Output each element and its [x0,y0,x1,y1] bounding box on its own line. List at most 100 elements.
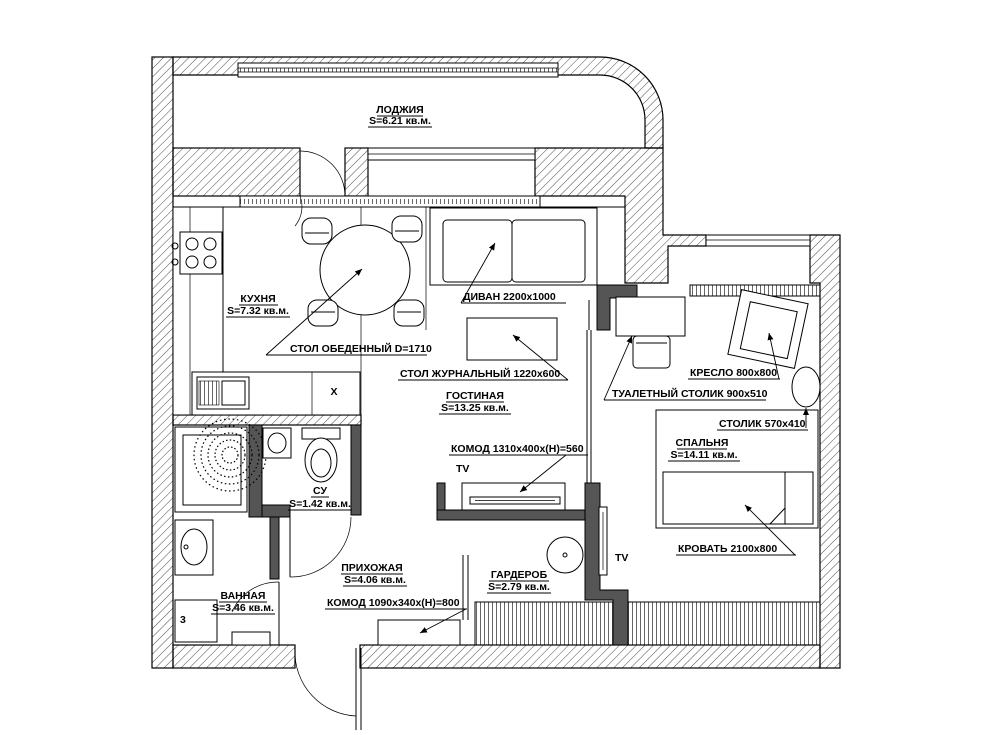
label-tv-living: TV [456,463,469,475]
bath-sink-bowl [180,528,208,566]
sofa-cushion [511,219,586,283]
label-sofa: ДИВАН 2200x1000 [463,291,556,303]
wall-loggia-inner-left [172,147,301,197]
bedroom-furniture [598,289,821,576]
label-hall-commode: КОМОД 1090x340x(Н)=800 [327,597,460,609]
room-living-name: ГОСТИНАЯ [446,390,504,402]
shower-tray [174,426,248,513]
room-wardrobe-name: ГАРДЕРОБ [491,569,548,581]
dining-chair [393,299,425,327]
kitchen-sink-bowl [221,380,246,406]
room-toilet-area: S=1.42 кв.м. [289,498,351,510]
burner-icon [203,255,217,269]
room-labels: ЛОДЖИЯ S=6.21 кв.м. КУХНЯ S=7.32 кв.м. Г… [212,104,738,614]
label-dressing-table: ТУАЛЕТНЫЙ СТОЛИК 900x510 [612,387,768,400]
armchair-seat [739,301,798,360]
room-bathroom-area: S=3.46 кв.м. [212,602,274,614]
label-underlines [211,115,808,615]
bath-cabinet [174,599,218,643]
leader-dining-table [265,268,363,356]
room-wardrobe-area: S=2.79 кв.м. [488,581,550,593]
doors [231,150,590,730]
shower-drain-pattern [207,432,253,478]
closet-bedroom [627,601,821,646]
window-bedroom-top [705,234,811,247]
shower-tray-mask [182,434,242,506]
stove-knob-icon [171,258,179,266]
door-loggia-swing [299,150,346,197]
room-hallway-name: ПРИХОЖАЯ [341,562,402,574]
living-furniture [429,207,598,511]
partition-bath-hall [269,516,280,580]
wardrobe-round-object [546,536,584,574]
wall-loggia-inner-right [534,147,707,284]
wall-left-outer [151,56,174,669]
room-loggia-area: S=6.21 кв.м. [369,115,431,127]
bed-blanket-fold [768,506,786,525]
wall-bottom-right [359,644,821,669]
door-loggia-swing-2 [294,195,303,227]
hallway-furniture [377,619,461,646]
armchair [727,289,809,369]
leader-lines [265,242,809,634]
shower-drain-pattern [214,439,246,471]
dining-chair [307,299,339,327]
label-coffee-table: СТОЛ ЖУРНАЛЬНЫЙ 1220x600 [400,367,560,380]
toilet-bowl [304,437,338,483]
label-bed: КРОВАТЬ 2100x800 [678,543,777,555]
door-entrance-swing [294,649,357,717]
fridge-mark: X [330,386,337,398]
label-dining-table: СТОЛ ОБЕДЕННЫЙ D=1710 [290,342,432,355]
room-bathroom-name: ВАННАЯ [221,590,266,602]
bath-sink-tap-icon [183,544,189,550]
closet-wardrobe [474,601,614,646]
burner-icon [203,237,217,251]
room-kitchen-area: S=7.32 кв.м. [227,305,289,317]
toilet-sink-bowl [267,432,287,454]
shower-drain-pattern [200,425,260,485]
bathroom-furniture: 3 [174,418,341,646]
sofa-cushion [442,219,513,283]
room-kitchen-name: КУХНЯ [240,293,275,305]
bed-mattress [662,471,786,525]
leader-armchair [767,332,780,380]
partition-bedroom-corner [596,284,638,331]
dressing-table [615,296,686,337]
leader-hall-commode [419,608,467,634]
wardrobe-round-object-center [562,552,568,558]
room-living-area: S=13.25 кв.м. [441,402,509,414]
partition-shower-toilet [248,424,263,518]
toilet-bowl-inner [310,448,332,478]
side-table [791,366,821,408]
bath-cabinet-mark: 3 [180,614,186,626]
door-toilet-swing [289,516,352,578]
dressing-chair [632,335,671,369]
kitchen-drainboard [198,380,220,406]
leader-bed [744,504,796,556]
partition-toilet-right [350,424,362,516]
burner-icon [185,237,199,251]
hall-commode [377,619,461,646]
shower-drain-pattern [221,446,239,464]
kitchen-furniture: X [171,206,425,416]
coffee-table [466,317,558,361]
label-tv-bedroom: TV [615,552,628,564]
leader-dressing-table [603,335,633,401]
window-living-top-ticks [240,199,540,204]
wall-loggia-pillar [344,147,369,197]
label-armchair: КРЕСЛО 800x800 [690,367,777,379]
wall-kitchen-bath [172,414,362,426]
room-toilet-name: СУ [313,485,327,497]
leader-coffee-table [512,334,569,381]
label-living-commode: КОМОД 1310x400x(Н)=560 [451,443,584,455]
dining-chair [301,217,333,245]
room-bedroom-name: СПАЛЬНЯ [676,437,729,449]
dining-table [319,224,411,316]
door-bath-swing [231,581,280,613]
stove [179,231,223,275]
partitions [248,207,638,646]
partition-commode-bottom [436,509,601,521]
bath-shelf [231,631,271,646]
bed-headboard [784,471,814,525]
dining-chair [391,215,423,243]
